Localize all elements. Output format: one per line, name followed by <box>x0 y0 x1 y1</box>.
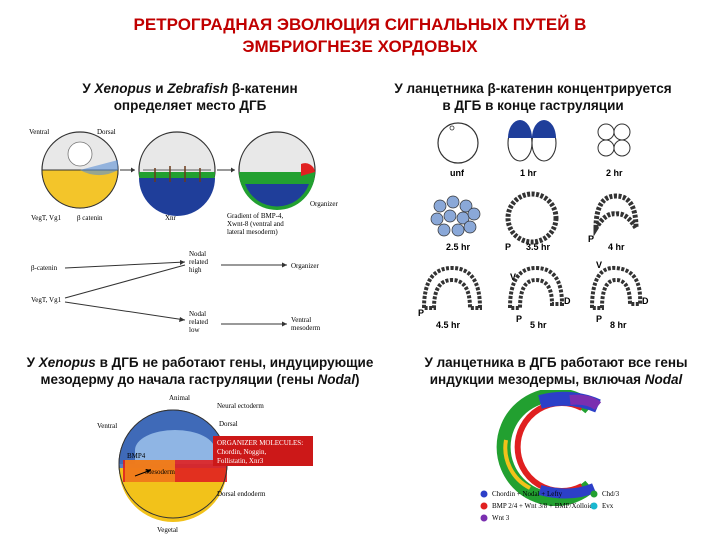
amphioxus-c-embryo <box>496 390 602 506</box>
nodal-low-1: Nodal <box>189 310 206 318</box>
gm-vegetal: Vegetal <box>157 526 178 534</box>
legend-red-dot <box>480 502 488 510</box>
gm-organizer-3: Follistatin, Xnr3 <box>217 457 264 465</box>
mark-p-8: P <box>596 314 602 324</box>
legend: Chordin + Nodal + Lefty BMP 2/4 + Wnt 3/… <box>480 490 620 522</box>
title-line-1: РЕТРОГРАДНАЯ ЭВОЛЮЦИЯ СИГНАЛЬНЫХ ПУТЕЙ В <box>133 15 587 34</box>
label-gradient-1: Gradient of BMP-4, <box>227 212 283 220</box>
label-organizer: Organizer <box>310 200 339 208</box>
caption-bottom-right: У ланцетника в ДГБ работают все гены инд… <box>424 355 688 387</box>
xenopus-beta-catenin-figure: Ventral Dorsal VegT, Vg1 β catenin Xnr O… <box>29 128 339 334</box>
label-vegt: VegT, Vg1 <box>31 214 62 222</box>
stage-3.5hr <box>505 191 559 245</box>
mark-p-3.5: P <box>505 242 511 252</box>
label-gradient-2: Xwnt-8 (ventral and <box>227 220 284 228</box>
out-ventral-2: mesoderm <box>291 324 321 332</box>
gm-dorsal: Dorsal <box>219 420 238 428</box>
caption-top-right: У ланцетника β-катенин концентрируется в… <box>394 81 672 113</box>
out-organizer: Organizer <box>291 262 320 270</box>
legend-cyan-dot <box>590 502 598 510</box>
nodal-high-3: high <box>189 266 202 274</box>
xenopus-gene-map: Animal Neural ectoderm Ventral Dorsal BM… <box>97 394 313 534</box>
stage-label-4hr: 4 hr <box>608 242 625 252</box>
stage-label-4.5hr: 4.5 hr <box>436 320 461 330</box>
stage-2hr <box>597 123 631 157</box>
amphioxus-gene-map: Chordin + Nodal + Lefty BMP 2/4 + Wnt 3/… <box>480 390 620 522</box>
stage-label-2.5hr: 2.5 hr <box>446 242 471 252</box>
nodal-low-2: related <box>189 318 209 326</box>
out-ventral-1: Ventral <box>291 316 311 324</box>
stage-label-3.5hr: 3.5 hr <box>526 242 551 252</box>
stage-unf <box>437 122 479 164</box>
stage-4.5hr <box>421 265 483 310</box>
mark-v-5: V <box>510 272 516 282</box>
page-title: РЕТРОГРАДНАЯ ЭВОЛЮЦИЯ СИГНАЛЬНЫХ ПУТЕЙ В… <box>0 14 720 58</box>
stage-label-5hr: 5 hr <box>530 320 547 330</box>
title-line-2: ЭМБРИОГНЕЗЕ ХОРДОВЫХ <box>242 37 478 56</box>
gm-animal: Animal <box>169 394 190 402</box>
gm-neural-ectoderm: Neural ectoderm <box>217 402 264 410</box>
gm-bmp4: BMP4 <box>127 452 146 460</box>
stage-label-8hr: 8 hr <box>610 320 627 330</box>
mark-d-5: D <box>564 296 571 306</box>
stage-label-unf: unf <box>450 168 465 178</box>
legend-cyan-text: Evx <box>602 502 614 510</box>
stage-8hr <box>589 265 643 310</box>
label-xnr: Xnr <box>165 214 177 222</box>
legend-blue-text: Chordin + Nodal + Lefty <box>492 490 563 498</box>
legend-purple-dot <box>480 514 488 522</box>
embryo-2 <box>138 131 216 216</box>
stage-label-1hr: 1 hr <box>520 168 537 178</box>
stage-2.5hr <box>430 195 481 237</box>
label-dorsal: Dorsal <box>97 128 116 136</box>
stage-1hr <box>507 120 557 162</box>
legend-blue-dot <box>480 490 488 498</box>
embryo-1 <box>41 131 119 209</box>
flow-beta-catenin: β-catenin <box>31 264 58 272</box>
gm-dorsal-endoderm: Dorsal endoderm <box>217 490 266 498</box>
flow-vegt: VegT, Vg1 <box>31 296 62 304</box>
gm-ventral: Ventral <box>97 422 117 430</box>
mark-v-8: V <box>596 260 602 270</box>
legend-red-text: BMP 2/4 + Wnt 3/8 + BMP/Xolloid <box>492 502 593 510</box>
caption-top-left: У Xenopus и Zebrafish β-катенин определя… <box>82 81 298 113</box>
mark-p-5: P <box>516 314 522 324</box>
gm-embryo <box>118 409 228 522</box>
label-ventral: Ventral <box>29 128 49 136</box>
amphioxus-stages-figure: unf 1 hr 2 hr 2.5 hr P 3.5 hr P 4 hr P 4… <box>418 120 649 330</box>
legend-green-dot <box>590 490 598 498</box>
mark-p-4.5: P <box>418 308 424 318</box>
stage-4hr <box>593 193 639 237</box>
legend-green-text: Chd/3 <box>602 490 620 498</box>
mark-p-4: P <box>588 234 594 244</box>
mark-d-8: D <box>642 296 649 306</box>
stage-5hr <box>507 265 565 310</box>
nodal-low-3: low <box>189 326 200 334</box>
embryo-3 <box>238 131 316 210</box>
gm-organizer-1: ORGANIZER MOLECULES: <box>217 439 303 447</box>
caption-bottom-left: У Xenopus в ДГБ не работают гены, индуци… <box>26 355 374 387</box>
legend-purple-text: Wnt 3 <box>492 514 510 522</box>
label-beta-catenin: β catenin <box>77 214 103 222</box>
label-gradient-3: lateral mesoderm) <box>227 228 278 236</box>
nodal-high-1: Nodal <box>189 250 206 258</box>
gm-organizer-2: Chordin, Noggin, <box>217 448 266 456</box>
nodal-high-2: related <box>189 258 209 266</box>
stage-label-2hr: 2 hr <box>606 168 623 178</box>
gm-mesoderm: Mesoderm <box>145 468 175 476</box>
gm-organizer-box <box>213 436 313 466</box>
